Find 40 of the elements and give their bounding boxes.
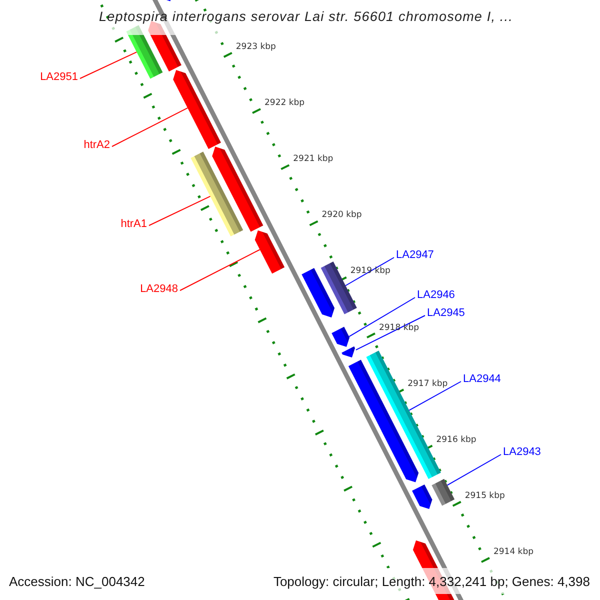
gene-feature	[302, 268, 335, 318]
leader-line	[408, 381, 462, 411]
gene-label: LA2943	[503, 446, 541, 459]
gene-label: LA2951	[40, 71, 78, 84]
scale-label: 2921 kbp	[293, 154, 334, 164]
gene-label: LA2947	[396, 249, 434, 262]
footer-text: Topology: circular; Length: 4,332,241 bp; Genes: 4,398	[273, 574, 590, 589]
leader-line	[446, 454, 502, 486]
footer-text: Accession: NC_004342	[9, 574, 145, 589]
leader-line	[348, 297, 416, 338]
leader-line	[355, 315, 426, 350]
leader-line	[80, 52, 138, 79]
gene-label: LA2944	[463, 373, 501, 386]
scale-label: 2917 kbp	[408, 378, 448, 389]
gene-label: LA2948	[140, 283, 178, 296]
scale-label: 2914 kbp	[493, 547, 534, 558]
scale-label: 2922 kbp	[264, 98, 305, 108]
gene-feature	[432, 478, 455, 506]
scale-label: 2923 kbp	[236, 42, 276, 52]
leader-line	[345, 257, 394, 286]
scale-label: 2918 kbp	[378, 322, 420, 332]
gene-feature	[342, 346, 355, 358]
gene-feature	[254, 230, 285, 274]
gene-feature	[412, 484, 432, 509]
gene-feature	[332, 326, 350, 347]
scale-label: 2920 kbp	[322, 210, 362, 220]
leader-line	[148, 196, 211, 226]
leader-line	[112, 107, 188, 147]
title: Leptospira interrogans serovar Lai str. 56601 chromosome I, ...	[98, 9, 514, 24]
gene-feature	[212, 146, 264, 232]
gene-feature	[173, 70, 221, 149]
scale-label: 2919 kbp	[350, 266, 390, 276]
gene-label: LA2945	[427, 307, 465, 320]
gene-label: htrA1	[120, 218, 147, 231]
leader-line	[180, 249, 260, 291]
gene-label: LA2946	[417, 289, 455, 302]
scale-label: 2916 kbp	[436, 434, 476, 445]
gene-feature	[190, 152, 244, 236]
scale-label: 2915 kbp	[464, 490, 505, 501]
gene-label: htrA2	[84, 139, 110, 152]
